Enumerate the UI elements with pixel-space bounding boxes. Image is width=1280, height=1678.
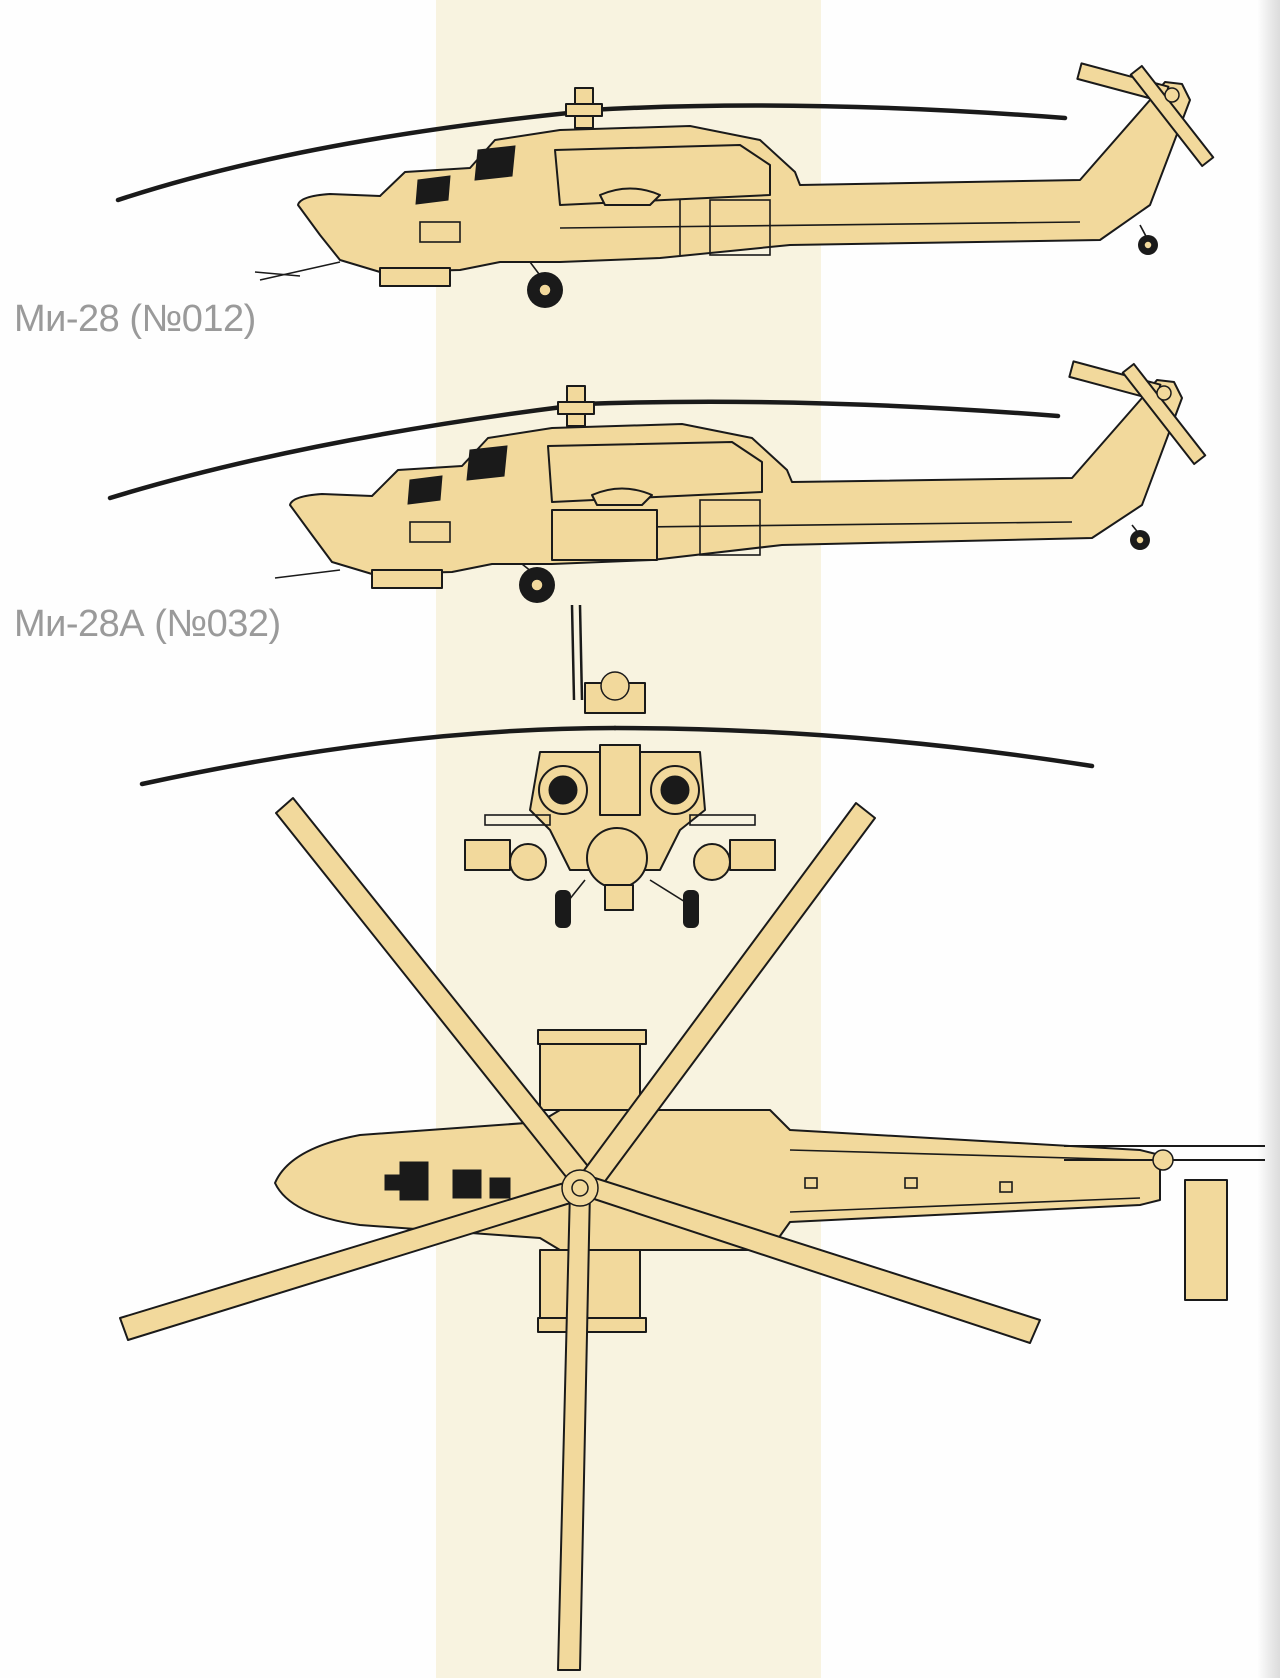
gunner-canopy-window — [415, 175, 451, 205]
missile-rack-upper — [537, 1029, 647, 1045]
stub-wing-left — [484, 814, 551, 826]
missile-rack-right — [729, 839, 776, 871]
ammunition-box — [551, 509, 658, 561]
front-view — [139, 604, 1095, 928]
tail-fin — [1184, 1179, 1228, 1301]
cockpit-window — [489, 1177, 511, 1199]
main-rotor-blade-right — [612, 725, 1095, 769]
panel-line — [559, 221, 1081, 229]
rotor-head — [565, 103, 603, 117]
rocket-pod-right — [693, 843, 731, 881]
main-wheel-left — [555, 890, 571, 928]
cannon-pod — [379, 267, 451, 287]
weapon-pylon-upper — [539, 1034, 641, 1111]
pilot-canopy-window — [466, 445, 508, 481]
tail-rotor-blade-2 — [1129, 64, 1215, 168]
caption-mi28: Ми-28 (№012) — [14, 298, 256, 340]
tail-rotor-hub — [1164, 87, 1180, 103]
gun-mount — [604, 884, 634, 911]
top-view — [119, 797, 1265, 1671]
rotor-hub — [600, 671, 630, 701]
main-rotor-blade-rear — [107, 403, 573, 501]
tail-rotor-blade-2 — [1121, 362, 1207, 466]
main-wheel-right — [683, 890, 699, 928]
main-rotor-blade-front — [579, 399, 1061, 419]
engine-exhaust — [591, 487, 653, 506]
main-rotor-blade-rear — [115, 109, 581, 203]
cockpit-window — [399, 1161, 429, 1201]
cockpit-window — [452, 1169, 482, 1199]
rocket-pod-left — [509, 843, 547, 881]
side-view-mi28 — [115, 62, 1215, 308]
access-panel — [709, 199, 771, 256]
nose-turret — [586, 827, 648, 889]
caption-mi28a: Ми-28А (№032) — [14, 603, 281, 645]
page-edge-shadow — [1258, 0, 1280, 1678]
missile-rack-lower — [537, 1317, 647, 1333]
canopy-frame — [599, 744, 641, 816]
cockpit-window — [384, 1174, 400, 1191]
engine-nacelle — [554, 144, 771, 206]
cannon-pod — [371, 569, 443, 589]
gunner-canopy-window — [407, 475, 443, 505]
access-panel — [999, 1181, 1013, 1193]
tail-rotor-hub — [1152, 1149, 1174, 1171]
pitot-probe — [254, 271, 301, 277]
engine-exhaust — [599, 187, 661, 206]
pilot-canopy-window — [474, 145, 516, 181]
tail-boom-line — [789, 1149, 1141, 1161]
engine-nacelle — [547, 441, 763, 503]
weapon-pylon-lower — [539, 1249, 641, 1331]
stub-wing-right — [689, 814, 756, 826]
side-view-mi28a — [107, 360, 1207, 603]
antenna-mast — [578, 604, 584, 701]
access-panel — [804, 1177, 818, 1189]
access-panel — [409, 521, 451, 543]
rotor-head — [557, 401, 595, 415]
missile-rack-left — [464, 839, 511, 871]
tail-rotor-hub — [1156, 385, 1172, 401]
tail-boom-line — [789, 1197, 1141, 1213]
antenna-mast — [570, 604, 576, 701]
access-panel — [699, 499, 761, 556]
main-rotor-blade-left — [139, 725, 618, 787]
main-rotor-blade-front — [587, 103, 1068, 121]
gun-barrel — [259, 261, 341, 281]
access-panel — [419, 221, 461, 243]
access-panel — [904, 1177, 918, 1189]
gun-barrel — [274, 569, 341, 579]
